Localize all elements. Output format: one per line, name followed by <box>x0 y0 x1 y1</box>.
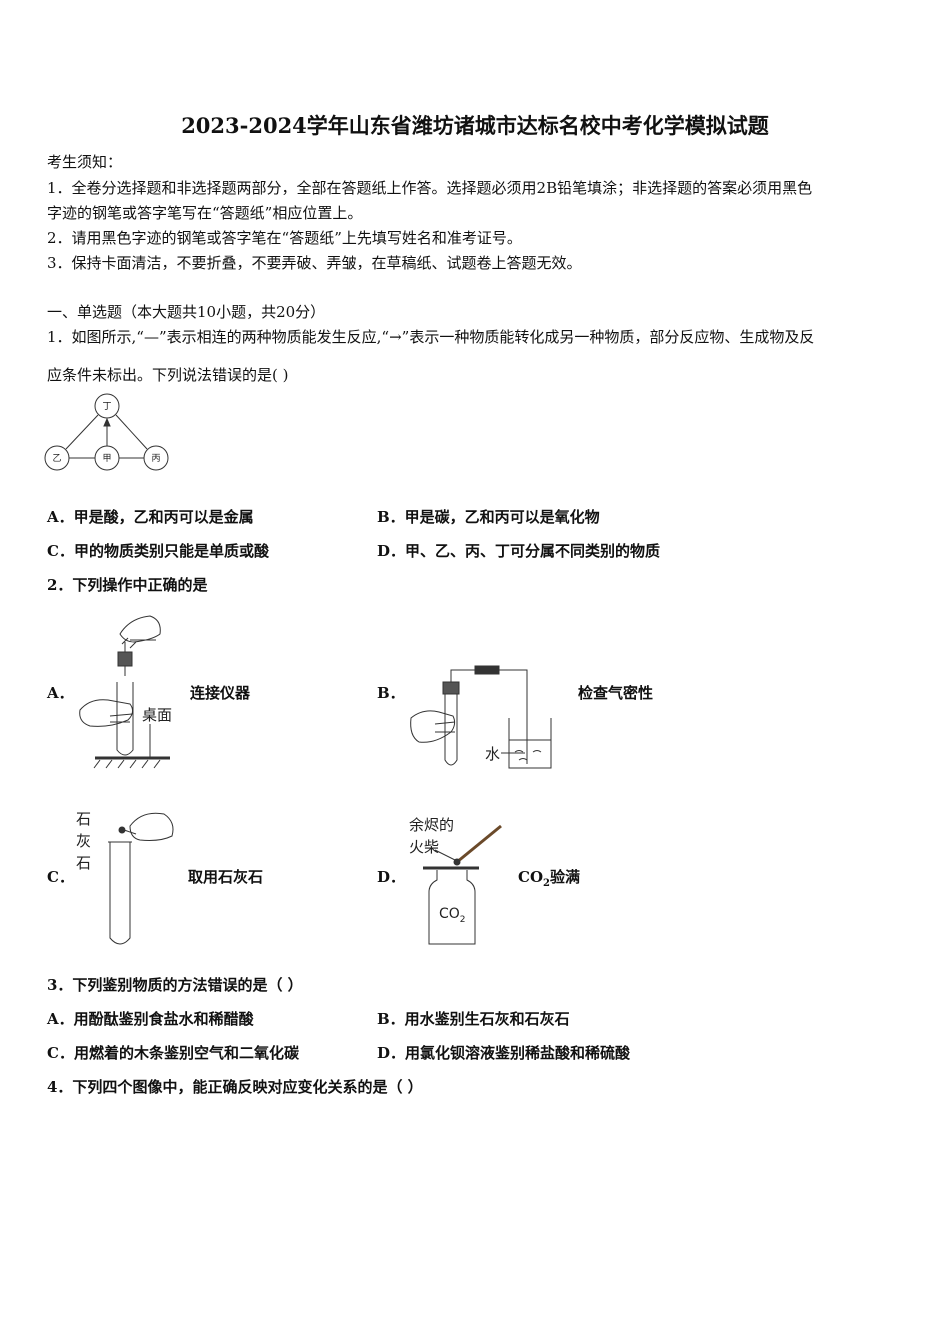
q1-stem-line2: 应条件未标出。下列说法错误的是( ) <box>47 366 289 384</box>
q3-option-d: D．用氯化钡溶液鉴别稀盐酸和稀硫酸 <box>377 1044 631 1062</box>
gas-bottle-icon <box>428 870 476 945</box>
airtightness-figure: 水 <box>410 665 552 769</box>
q1-option-b: B．甲是碳，乙和丙可以是氧化物 <box>377 508 600 526</box>
q3-option-a: A．用酚酞鉴别食盐水和稀醋酸 <box>47 1010 254 1028</box>
match-icon <box>456 824 502 864</box>
rubber-stopper-icon <box>117 651 133 667</box>
upper-hand-icon <box>119 615 161 643</box>
hand-icon <box>410 710 456 743</box>
svg-text:火柴: 火柴 <box>409 838 439 856</box>
lower-hand-icon <box>79 699 134 727</box>
q1-reaction-diagram: 丁 乙 甲 丙 <box>44 393 169 471</box>
notice-heading: 考生须知： <box>47 153 123 171</box>
connect-apparatus-figure: 桌面 <box>79 615 172 769</box>
q2-option-b-caption: 检查气密性 <box>578 684 654 702</box>
stopper-icon <box>442 681 460 695</box>
node-ding-label: 丁 <box>102 402 111 412</box>
q2-stem: 2．下列操作中正确的是 <box>47 576 208 594</box>
bottle-co2-label: CO2 <box>439 906 466 925</box>
take-limestone-figure: 石 灰 石 <box>76 810 174 945</box>
q1-option-c: C．甲的物质类别只能是单质或酸 <box>47 542 269 560</box>
q1-option-a: A．甲是酸，乙和丙可以是金属 <box>47 508 254 526</box>
q2-option-c-letter: C． <box>47 868 74 886</box>
q3-stem: 3．下列鉴别物质的方法错误的是（ ） <box>47 976 303 994</box>
co2-full-test-figure: 余烬的 火柴 CO2 <box>409 816 502 945</box>
q3-option-c: C．用燃着的木条鉴别空气和二氧化碳 <box>47 1044 299 1062</box>
limestone-piece-icon <box>118 826 126 834</box>
q2-option-c-caption: 取用石灰石 <box>188 868 264 886</box>
hand-icon <box>129 812 174 841</box>
rubber-tube-icon <box>474 665 500 675</box>
test-tube-icon <box>109 841 131 945</box>
node-yi-label: 乙 <box>52 453 61 464</box>
notice-item-1: 1．全卷分选择题和非选择题两部分，全部在答题纸上作答。选择题必须用2B铅笔填涂；… <box>47 179 813 197</box>
limestone-label: 石 灰 石 <box>76 810 91 872</box>
node-bing-label: 丙 <box>151 453 160 464</box>
svg-text:石: 石 <box>76 810 91 828</box>
node-jia-label: 甲 <box>102 453 111 464</box>
notice-item-1-cont: 字迹的钢笔或答字笔写在“答题纸”相应位置上。 <box>47 204 363 222</box>
q4-stem: 4．下列四个图像中，能正确反映对应变化关系的是（ ） <box>47 1078 423 1096</box>
notice-item-3: 3．保持卡面清洁，不要折叠，不要弄破、弄皱，在草稿纸、试题卷上答题无效。 <box>47 254 582 272</box>
section-heading: 一、单选题（本大题共10小题，共20分） <box>47 303 326 321</box>
notice-item-2: 2．请用黑色字迹的钢笔或答字笔在“答题纸”上先填写姓名和准考证号。 <box>47 229 522 247</box>
test-tube-icon <box>444 694 458 766</box>
q2-option-a-caption: 连接仪器 <box>190 684 251 702</box>
page-title: 2023-2024学年山东省潍坊诸城市达标名校中考化学模拟试题 <box>181 113 769 138</box>
q3-option-b: B．用水鉴别生石灰和石灰石 <box>377 1010 570 1028</box>
svg-text:灰: 灰 <box>76 832 91 850</box>
svg-text:石: 石 <box>76 854 91 872</box>
q2-option-b-letter: B． <box>377 684 405 702</box>
ember-match-label: 余烬的 火柴 <box>409 816 454 856</box>
desk-label: 桌面 <box>142 706 172 724</box>
q2-option-d-letter: D． <box>377 868 406 886</box>
q1-option-d: D．甲、乙、丙、丁可分属不同类别的物质 <box>377 542 661 560</box>
q2-option-a-letter: A． <box>47 684 74 702</box>
water-label: 水 <box>485 745 500 763</box>
q1-stem-line1: 1．如图所示,“—”表示相连的两种物质能发生反应,“→”表示一种物质能转化成另一… <box>47 328 815 346</box>
svg-text:余烬的: 余烬的 <box>409 816 454 834</box>
q2-option-d-caption: CO2验满 <box>518 868 580 889</box>
test-tube-icon <box>116 682 134 756</box>
beaker-icon <box>508 718 552 769</box>
